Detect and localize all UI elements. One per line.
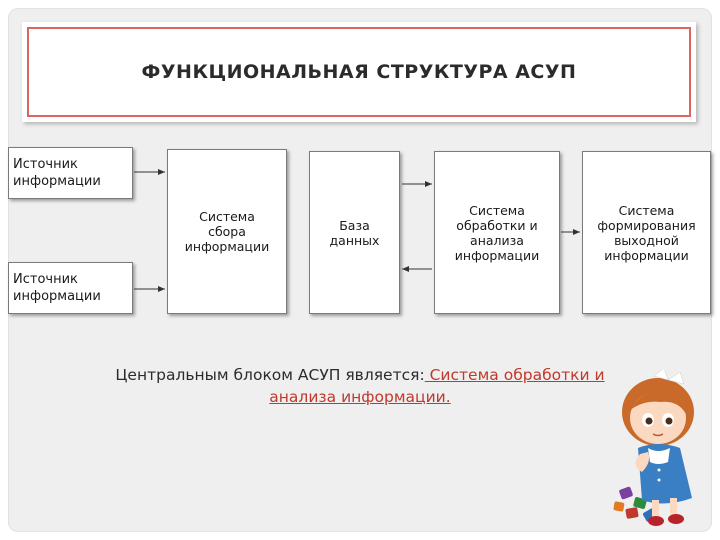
source-box-2: Источник информации [8, 262, 133, 314]
collection-system-box: Система сбора информации [167, 149, 287, 314]
title-frame: ФУНКЦИОНАЛЬНАЯ СТРУКТУРА АСУП [27, 27, 691, 117]
caption-text: Центральным блоком АСУП является: Систем… [60, 364, 660, 408]
caption-link-line2[interactable]: анализа информации. [269, 388, 451, 406]
caption-link-line1[interactable]: Система обработки и [424, 366, 605, 384]
processing-system-box: Система обработки и анализа информации [434, 151, 560, 314]
girl-illustration [613, 370, 694, 526]
source-box-1: Источник информации [8, 147, 133, 199]
database-box: База данных [309, 151, 400, 314]
title-box: ФУНКЦИОНАЛЬНАЯ СТРУКТУРА АСУП [22, 22, 696, 122]
caption-prefix: Центральным блоком АСУП является: [115, 366, 425, 384]
page-title: ФУНКЦИОНАЛЬНАЯ СТРУКТУРА АСУП [141, 61, 577, 83]
output-system-box: Система формирования выходной информации [582, 151, 711, 314]
